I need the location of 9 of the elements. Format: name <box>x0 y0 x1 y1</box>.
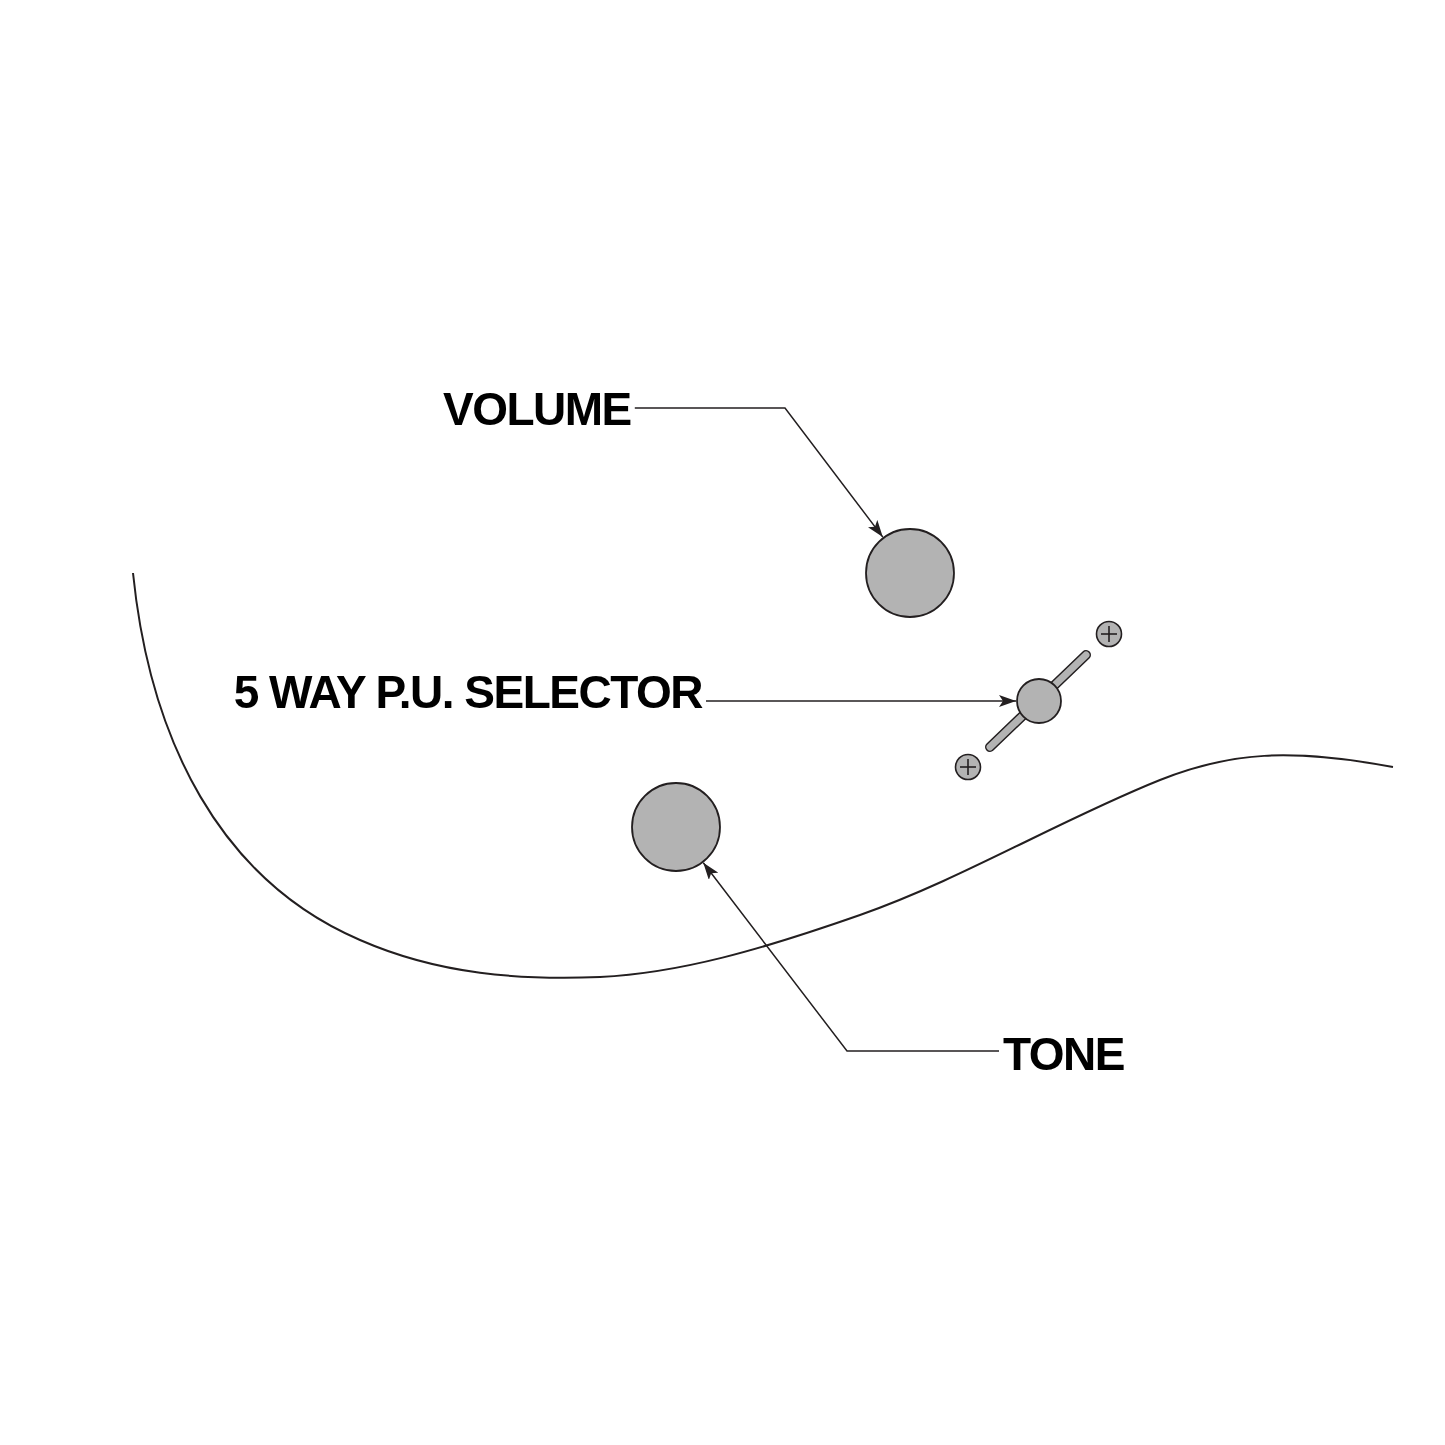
control-knob <box>865 528 955 618</box>
control-knob <box>631 782 721 872</box>
leader-arrow <box>702 862 1000 1052</box>
leader-arrow <box>705 695 1017 707</box>
part-label: TONE <box>999 1031 1128 1077</box>
part-label: 5 WAY P.U. SELECTOR <box>229 669 706 715</box>
leader-arrow <box>634 407 884 538</box>
selector-knob <box>1016 678 1062 724</box>
part-label: VOLUME <box>439 386 635 432</box>
